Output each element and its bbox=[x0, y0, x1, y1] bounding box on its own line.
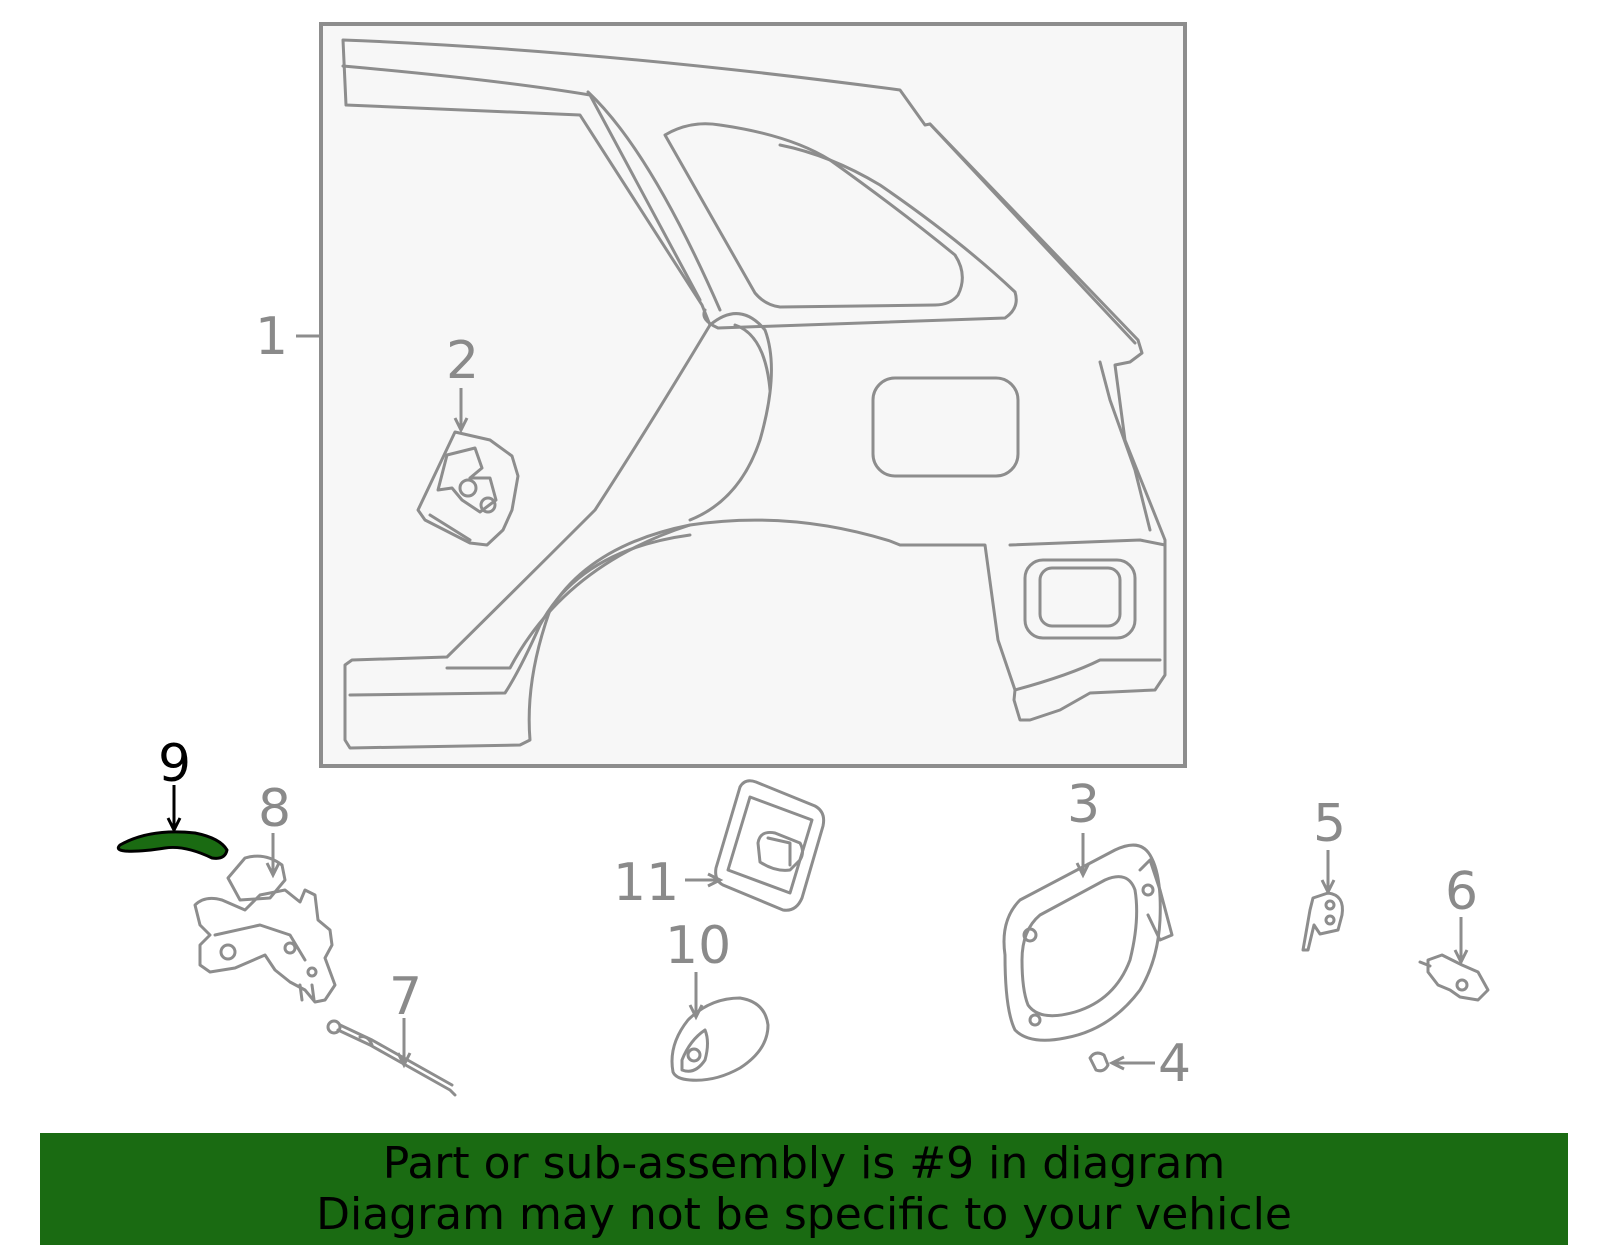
leader-6 bbox=[1453, 917, 1469, 966]
callout-10: 10 bbox=[665, 916, 731, 976]
banner-line-1: Part or sub-assembly is #9 in diagram bbox=[382, 1138, 1226, 1189]
callout-1: 1 bbox=[255, 307, 288, 367]
banner-line-2: Diagram may not be specific to your vehi… bbox=[316, 1189, 1292, 1240]
leader-2 bbox=[453, 388, 469, 434]
part-11-filler-housing[interactable] bbox=[714, 779, 826, 912]
callout-4: 4 bbox=[1158, 1034, 1191, 1094]
leader-5 bbox=[1320, 850, 1336, 896]
callout-3: 3 bbox=[1067, 775, 1100, 835]
leader-4 bbox=[1108, 1055, 1155, 1071]
leader-7 bbox=[396, 1018, 412, 1069]
inset-frame bbox=[319, 22, 1187, 768]
parts-diagram: 1 2 9 8 7 11 10 3 4 5 6 bbox=[116, 22, 1490, 1097]
part-1-quarter-panel[interactable] bbox=[341, 38, 1167, 750]
part-8-hinge[interactable] bbox=[193, 854, 337, 1004]
callout-7: 7 bbox=[389, 967, 422, 1027]
part-9-seal-highlighted[interactable] bbox=[116, 830, 229, 860]
part-4-screw[interactable] bbox=[1088, 1051, 1110, 1073]
part-2-bracket[interactable] bbox=[416, 430, 520, 547]
leader-9 bbox=[166, 785, 182, 834]
part-10-fuel-cap[interactable] bbox=[670, 996, 770, 1082]
leader-10 bbox=[688, 972, 704, 1021]
callout-2: 2 bbox=[446, 331, 479, 391]
callout-9: 9 bbox=[158, 734, 191, 794]
callout-8: 8 bbox=[258, 779, 291, 839]
info-banner: Part or sub-assembly is #9 in diagram Di… bbox=[40, 1133, 1568, 1245]
leader-3 bbox=[1075, 833, 1091, 879]
part-6-actuator[interactable] bbox=[1418, 953, 1490, 1002]
leader-11 bbox=[685, 872, 724, 888]
callout-6: 6 bbox=[1445, 862, 1478, 922]
part-5-clip[interactable] bbox=[1301, 891, 1344, 952]
callout-11: 11 bbox=[613, 853, 679, 913]
part-3-fuel-door[interactable] bbox=[1002, 843, 1174, 1042]
callout-5: 5 bbox=[1313, 794, 1346, 854]
part-7-rod[interactable] bbox=[326, 1019, 457, 1097]
leader-8 bbox=[265, 833, 281, 879]
